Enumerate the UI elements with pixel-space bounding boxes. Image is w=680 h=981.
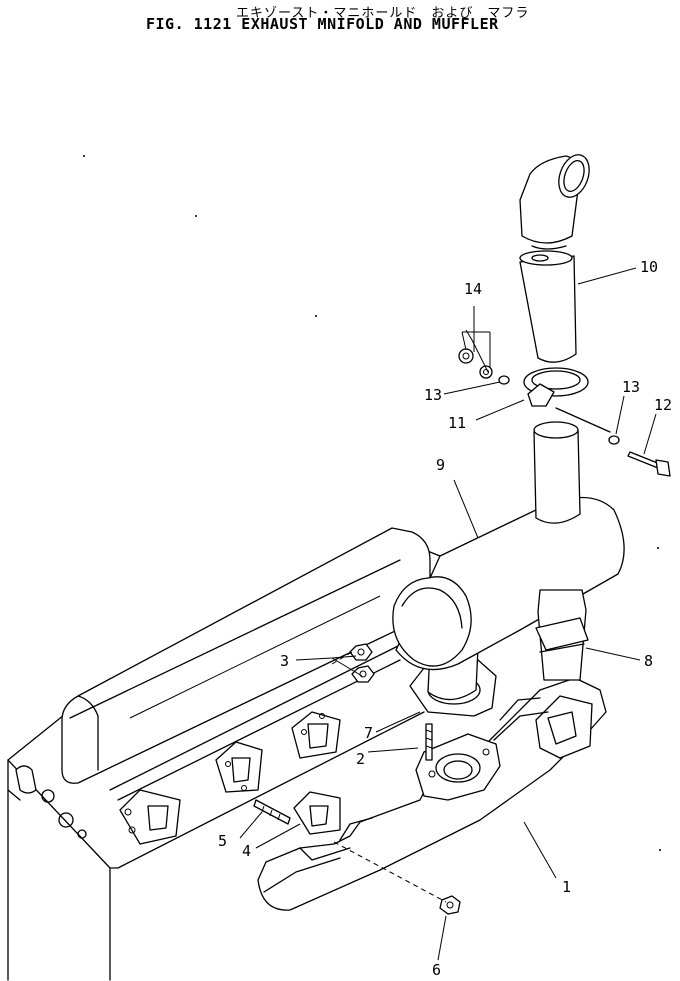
exhaust-pipe: [519, 154, 590, 363]
leader-lines: [239, 267, 657, 961]
figure-title: FIG. 1121 EXHAUST MNIFOLD AND MUFFLER: [146, 15, 499, 33]
nut-6: [439, 895, 461, 915]
gasket-4: [293, 791, 341, 835]
callout-7: 7: [364, 724, 373, 742]
callout-13-left: 13: [424, 386, 442, 404]
muffler: [392, 421, 625, 701]
nut-3: [349, 643, 375, 683]
callout-1: 1: [562, 878, 571, 896]
callout-10: 10: [640, 258, 658, 276]
callout-3: 3: [280, 652, 289, 670]
callout-4: 4: [242, 842, 251, 860]
callout-9: 9: [436, 456, 445, 474]
title-japanese: エキゾースト・マニホールド および マフラ: [236, 6, 530, 21]
clamp: [523, 367, 611, 433]
bolt-12: [627, 451, 671, 477]
nut-14: [458, 348, 493, 379]
callout-11: 11: [448, 414, 466, 432]
head-flange: [215, 741, 263, 793]
callout-8: 8: [644, 652, 653, 670]
callout-12: 12: [654, 396, 672, 414]
callout-2: 2: [356, 750, 365, 768]
scan-specks: [83, 155, 661, 851]
washer-13: [498, 375, 620, 445]
callout-5: 5: [218, 832, 227, 850]
callout-6: 6: [432, 961, 441, 979]
head-flange: [119, 789, 181, 845]
callout-13-right: 13: [622, 378, 640, 396]
block-port: [15, 765, 87, 839]
engine-block: [7, 527, 441, 981]
head-flange: [291, 711, 341, 759]
callout-14: 14: [464, 280, 482, 298]
stud-5: [253, 799, 291, 825]
callout-labels: 1 2 3 4 5 6 7 8 9 10 11 12 13 13 14: [218, 258, 672, 979]
stud-2: [425, 723, 433, 761]
exhaust-manifold: [257, 677, 607, 911]
